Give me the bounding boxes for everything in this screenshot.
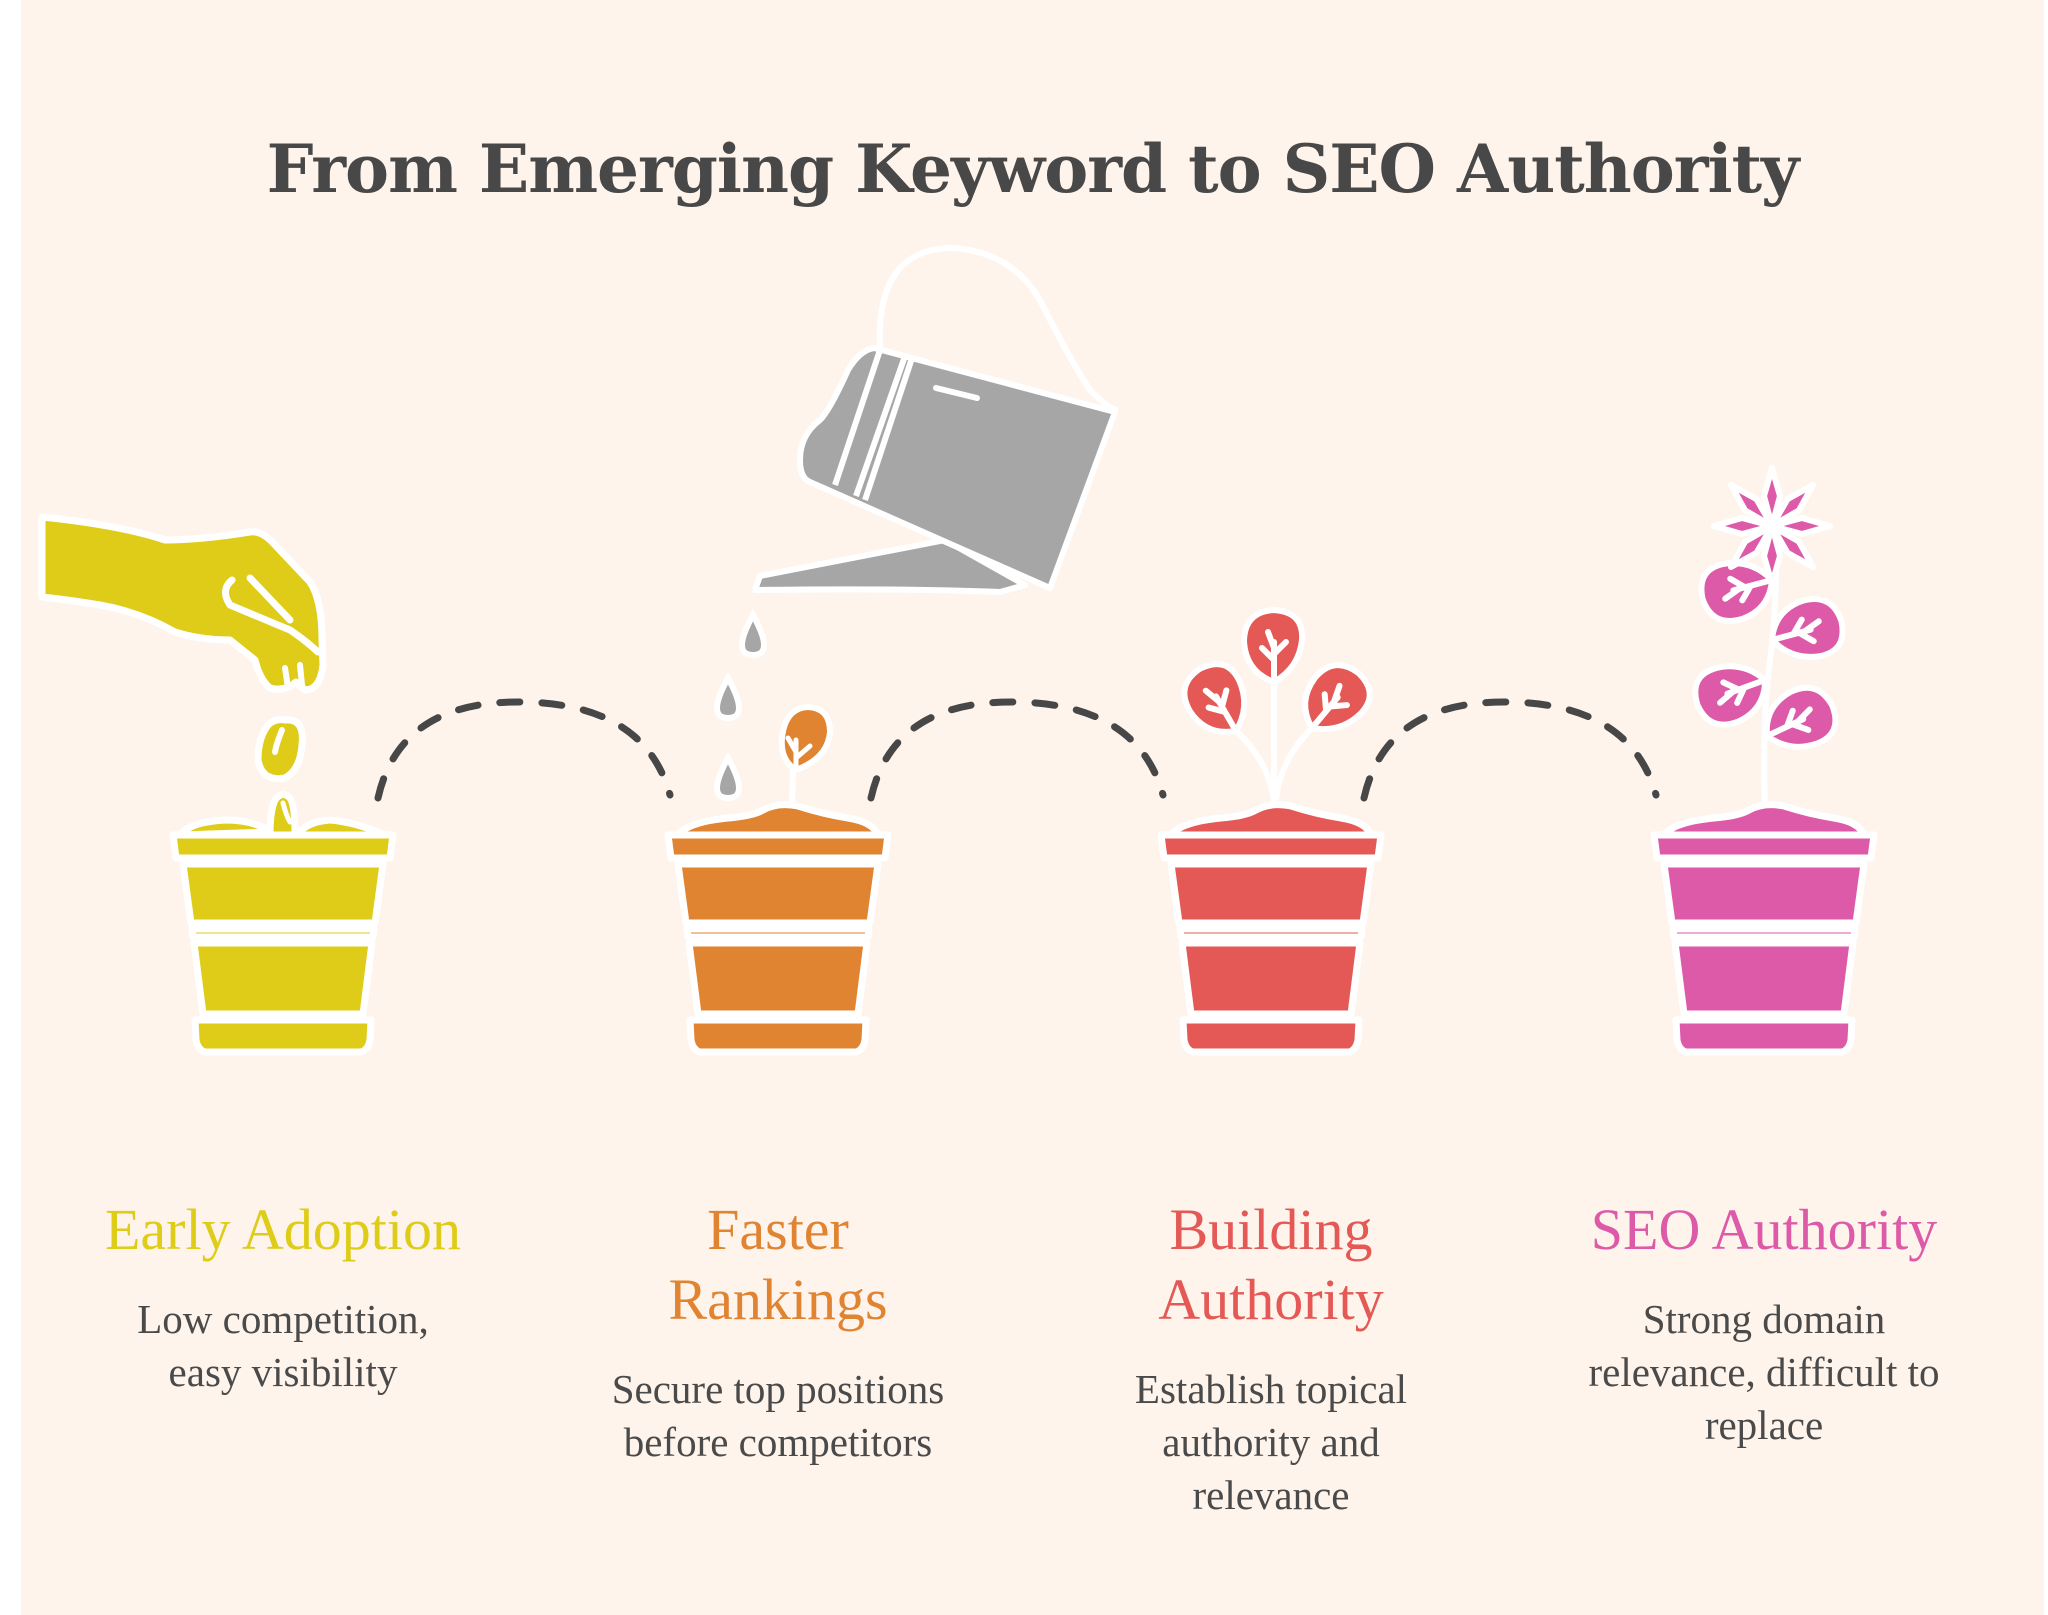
flowering-plant-icon	[1688, 465, 1849, 811]
water-drop	[713, 671, 743, 722]
flower-icon	[1711, 465, 1833, 587]
stage-description: Secure top positions before competitors	[611, 1366, 945, 1465]
connector-arc-1	[374, 698, 674, 802]
water-drop	[738, 608, 768, 659]
hand-dropping-seeds-icon	[38, 513, 389, 839]
stage-title: Faster Rankings	[668, 1197, 888, 1332]
water-drop	[713, 751, 743, 802]
stage-title: Early Adoption	[104, 1197, 461, 1262]
pot-orange	[668, 805, 888, 1052]
pot-red	[1161, 805, 1381, 1052]
pot-yellow	[173, 835, 393, 1052]
sprout-icon	[778, 704, 833, 809]
pot-pink	[1654, 805, 1874, 1052]
stage-title: SEO Authority	[1590, 1197, 1938, 1262]
connector-arc-3	[1360, 698, 1660, 802]
watering-can-icon	[752, 245, 1119, 595]
stage-description: Establish topical authority and relevanc…	[1134, 1366, 1408, 1518]
page-title: From Emerging Keyword to SEO Authority	[266, 130, 1800, 208]
stage-faster-rankings: Faster Rankings Secure top positions bef…	[548, 1195, 1008, 1469]
water-drops-icon	[713, 608, 768, 802]
infographic-background	[21, 0, 2044, 1615]
stage-building-authority: Building Authority Establish topical aut…	[1041, 1195, 1501, 1522]
stage-title: Building Authority	[1158, 1197, 1384, 1332]
stage-description: Low competition, easy visibility	[137, 1296, 429, 1395]
connector-arc-2	[867, 698, 1167, 802]
young-plant-icon	[1174, 610, 1380, 810]
stage-early-adoption: Early Adoption Low competition, easy vis…	[53, 1195, 513, 1399]
stage-description: Strong domain relevance, difficult to re…	[1588, 1296, 1940, 1448]
connector-arcs	[374, 698, 1660, 802]
stage-seo-authority: SEO Authority Strong domain relevance, d…	[1534, 1195, 1994, 1452]
